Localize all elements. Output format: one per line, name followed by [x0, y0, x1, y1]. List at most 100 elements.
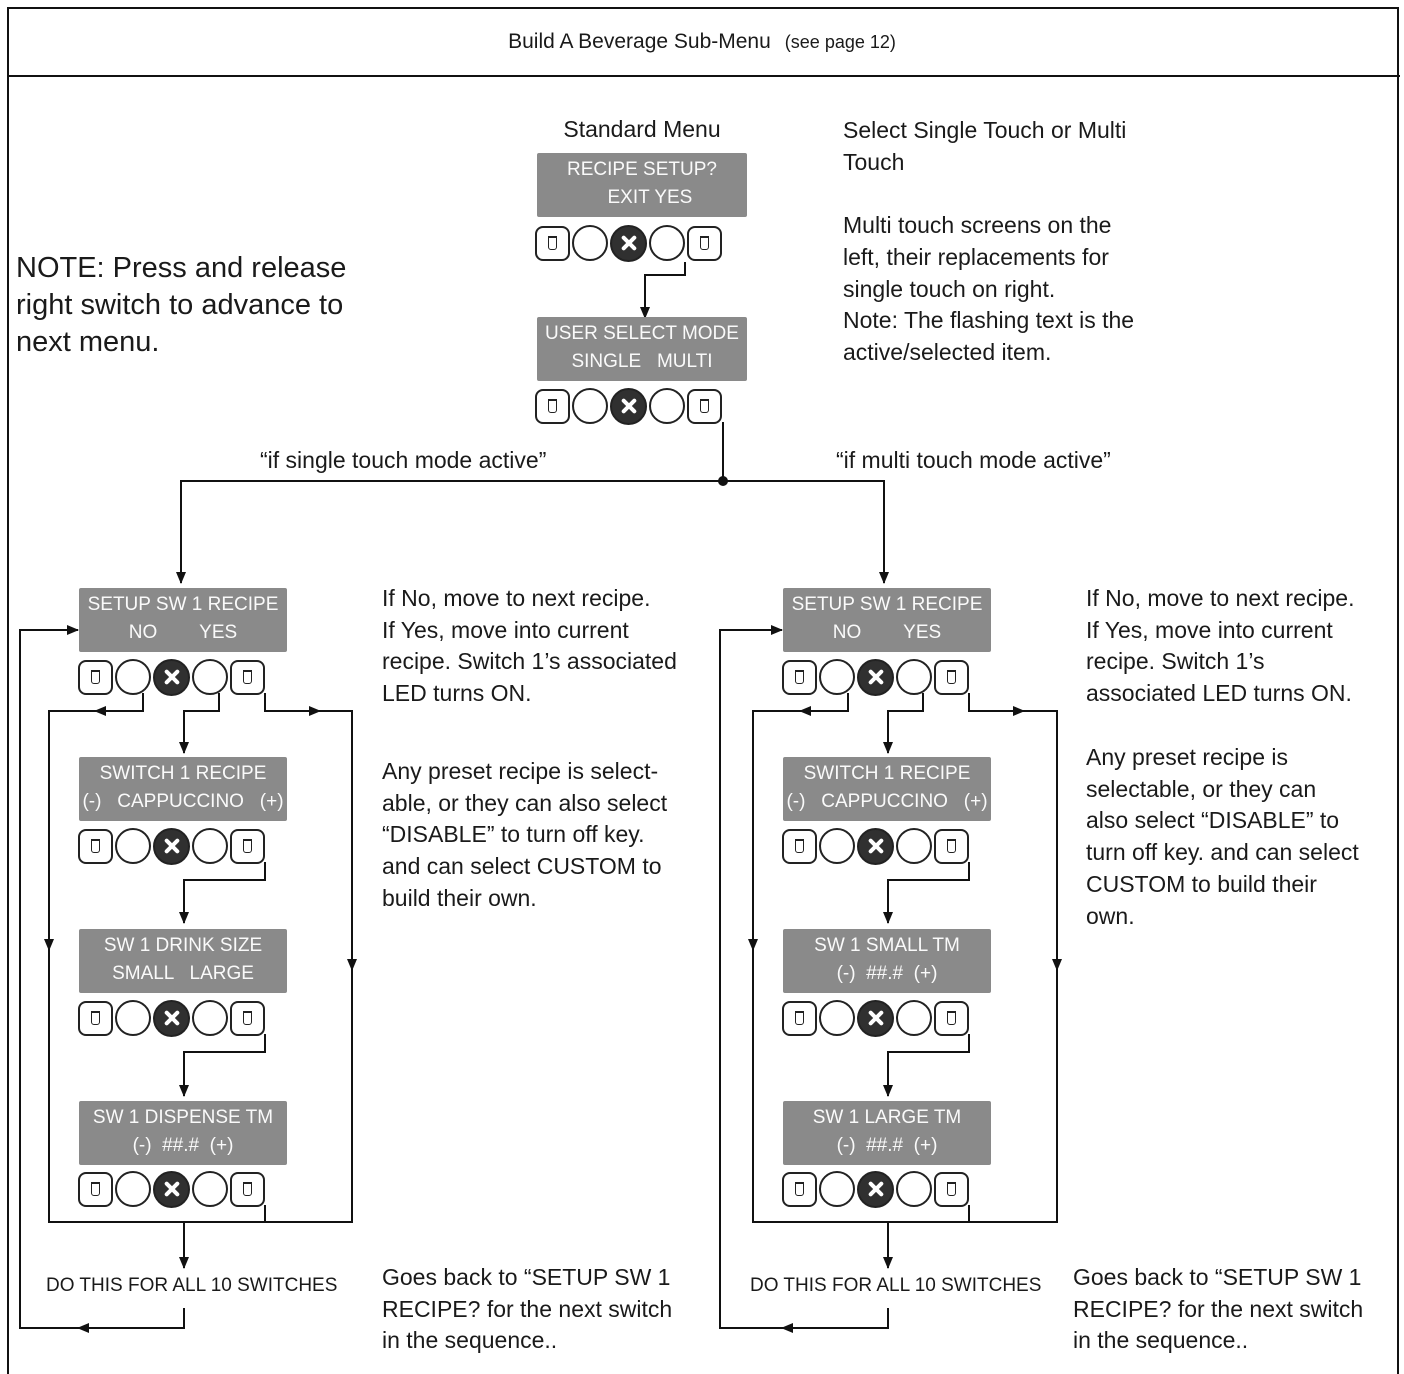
frame-border — [7, 7, 1400, 1374]
screen-line2: (-) CAPPUCCINO (+) — [82, 791, 284, 812]
multi-button-pad-4 — [781, 1169, 970, 1209]
cup-button-left[interactable] — [782, 828, 817, 864]
left-no-path — [48, 693, 184, 1223]
cup-button-right[interactable] — [687, 388, 722, 424]
round-button[interactable] — [192, 659, 228, 695]
cancel-x-button[interactable] — [857, 658, 894, 696]
screen-line1: SW 1 LARGE TM — [812, 1107, 962, 1128]
single-desc-3: Goes back to “SETUP SW 1 RECIPE? for the… — [382, 1264, 673, 1354]
screen-line2: (-) ##.# (+) — [836, 1135, 938, 1156]
single-desc-2: Any preset recipe is select- able, or th… — [382, 758, 668, 911]
round-button[interactable] — [572, 225, 608, 261]
round-button[interactable] — [819, 1000, 855, 1036]
cup-button-right[interactable] — [934, 828, 969, 864]
cup-button-right[interactable] — [934, 1171, 969, 1207]
screen-line2: (-) CAPPUCCINO (+) — [786, 791, 988, 812]
button-pad-user-select — [534, 386, 723, 426]
screen-line1: SWITCH 1 RECIPE — [803, 763, 971, 784]
screen-line2: NO YES — [832, 622, 942, 643]
single-button-pad-3 — [77, 998, 266, 1038]
screen-line1: SWITCH 1 RECIPE — [99, 763, 267, 784]
round-button[interactable] — [192, 1171, 228, 1207]
single-footer: DO THIS FOR ALL 10 SWITCHES — [46, 1275, 338, 1296]
multi-screen-recipe: SWITCH 1 RECIPE (-) CAPPUCCINO (+) — [783, 757, 991, 821]
multi-button-pad-1 — [781, 657, 970, 697]
cancel-x-button[interactable] — [610, 224, 647, 262]
cancel-x-button[interactable] — [610, 387, 647, 425]
multi-screen-small-tm: SW 1 SMALL TM (-) ##.# (+) — [783, 929, 991, 993]
screen-line2: NO YES — [128, 622, 238, 643]
screen-line2: (-) ##.# (+) — [836, 963, 938, 984]
round-button[interactable] — [896, 1171, 932, 1207]
cancel-x-button[interactable] — [857, 999, 894, 1037]
screen-line1: SETUP SW 1 RECIPE — [791, 594, 983, 615]
cancel-x-button[interactable] — [153, 658, 190, 696]
cup-button-right[interactable] — [230, 1000, 265, 1036]
multi-button-pad-2 — [781, 826, 970, 866]
round-button[interactable] — [115, 659, 151, 695]
left-yes-path — [179, 693, 220, 754]
right-s2-to-s3 — [883, 862, 970, 924]
cancel-x-button[interactable] — [153, 999, 190, 1037]
right-next-path — [888, 693, 1058, 1223]
cup-button-left[interactable] — [535, 388, 570, 424]
multi-desc-2: Any preset recipe is selectable, or they… — [1086, 744, 1359, 929]
screen-line1: USER SELECT MODE — [545, 323, 739, 344]
multi-screen-large-tm: SW 1 LARGE TM (-) ##.# (+) — [783, 1101, 991, 1165]
cup-button-left[interactable] — [78, 1171, 113, 1207]
round-button[interactable] — [192, 1000, 228, 1036]
cancel-x-button[interactable] — [857, 827, 894, 865]
round-button[interactable] — [192, 828, 228, 864]
round-button[interactable] — [819, 828, 855, 864]
cup-button-left[interactable] — [782, 1000, 817, 1036]
screen-line2: SMALL LARGE — [112, 963, 254, 984]
cup-button-right[interactable] — [934, 1000, 969, 1036]
single-screen-setup: SETUP SW 1 RECIPE NO YES — [79, 588, 287, 652]
cup-button-right[interactable] — [230, 1171, 265, 1207]
cancel-x-button[interactable] — [153, 827, 190, 865]
round-button[interactable] — [649, 225, 685, 261]
title-reference: (see page 12) — [784, 32, 896, 52]
cup-button-left[interactable] — [782, 1171, 817, 1207]
single-screen-drink-size: SW 1 DRINK SIZE SMALL LARGE — [79, 929, 287, 993]
note-left: NOTE: Press and release right switch to … — [16, 252, 347, 358]
round-button[interactable] — [115, 828, 151, 864]
round-button[interactable] — [819, 1171, 855, 1207]
round-button[interactable] — [115, 1171, 151, 1207]
right-yes-path — [883, 693, 924, 754]
screen-line2: (-) ##.# (+) — [132, 1135, 234, 1156]
cancel-x-button[interactable] — [153, 1170, 190, 1208]
cup-button-left[interactable] — [78, 1000, 113, 1036]
round-button[interactable] — [115, 1000, 151, 1036]
round-button[interactable] — [896, 1000, 932, 1036]
cancel-x-button[interactable] — [857, 1170, 894, 1208]
screen-recipe-setup: RECIPE SETUP? EXIT YES — [537, 153, 747, 217]
single-desc-1: If No, move to next recipe. If Yes, move… — [382, 585, 677, 707]
screen-line2: SINGLE MULTI — [571, 351, 713, 372]
cup-button-right[interactable] — [230, 828, 265, 864]
cup-button-right[interactable] — [687, 225, 722, 261]
multi-desc-1: If No, move to next recipe. If Yes, move… — [1086, 585, 1355, 707]
cup-button-right[interactable] — [230, 659, 265, 695]
cup-button-left[interactable] — [782, 659, 817, 695]
button-pad-recipe-setup — [534, 223, 723, 263]
round-button[interactable] — [819, 659, 855, 695]
title-text: Build A Beverage Sub-Menu — [508, 30, 771, 53]
cup-button-right[interactable] — [934, 659, 969, 695]
round-button[interactable] — [896, 828, 932, 864]
page-title: Build A Beverage Sub-Menu (see page 12) — [0, 30, 1404, 55]
cup-button-left[interactable] — [78, 828, 113, 864]
left-next-path — [184, 693, 353, 1223]
cup-button-left[interactable] — [78, 659, 113, 695]
standard-menu-label: Standard Menu — [563, 116, 721, 142]
single-screen-dispense: SW 1 DISPENSE TM (-) ##.# (+) — [79, 1101, 287, 1165]
connector-recipe-to-user — [640, 262, 686, 319]
screen-line1: SW 1 DRINK SIZE — [103, 935, 263, 956]
round-button[interactable] — [572, 388, 608, 424]
round-button[interactable] — [896, 659, 932, 695]
screen-user-select: USER SELECT MODE SINGLE MULTI — [537, 317, 747, 381]
round-button[interactable] — [649, 388, 685, 424]
cup-button-left[interactable] — [535, 225, 570, 261]
branch-multi-label: “if multi touch mode active” — [836, 447, 1111, 473]
